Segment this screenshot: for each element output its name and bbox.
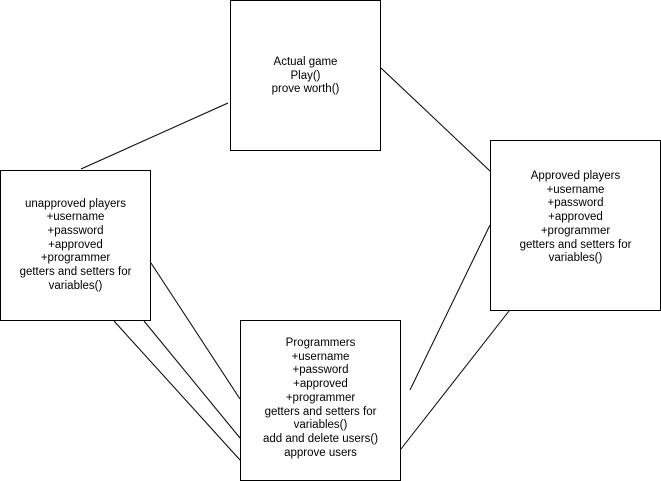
approved-players-node: Approved players +username +password +ap… [490, 140, 661, 311]
unapproved-title: unapproved players [24, 197, 126, 210]
game-node: Actual game Play() prove worth() [230, 0, 381, 151]
programmers-attr-programmer: +programmer [285, 391, 356, 404]
approved-attr-programmer: +programmer [540, 224, 611, 237]
connector-approved-programmers-1 [409, 224, 491, 391]
programmers-attr-username: +username [291, 350, 350, 363]
connector-unapproved-programmers-3 [113, 320, 241, 461]
unapproved-method-variables: variables() [48, 279, 103, 292]
unapproved-players-node: unapproved players +username +password +… [0, 170, 151, 321]
unapproved-attr-password: +password [47, 224, 104, 237]
programmers-method-add-delete-users: add and delete users() [262, 432, 379, 445]
programmers-attr-password: +password [292, 364, 349, 377]
programmers-method-getters-setters: getters and setters for [264, 405, 377, 418]
connector-unapproved-programmers-1 [150, 262, 241, 400]
approved-method-getters-setters: getters and setters for [519, 238, 632, 251]
game-title: Actual game [273, 56, 338, 68]
approved-attr-approved: +approved [548, 211, 603, 224]
approved-method-variables: variables() [548, 252, 603, 265]
unapproved-attr-approved: +approved [48, 238, 103, 251]
connector-approved-programmers-2 [400, 310, 510, 450]
programmers-node: Programmers +username +password +approve… [240, 320, 401, 481]
approved-attr-password: +password [547, 197, 604, 210]
programmers-method-approve-users: approve users [284, 446, 357, 459]
programmers-method-variables: variables() [293, 419, 348, 432]
unapproved-attr-programmer: +programmer [40, 252, 111, 265]
game-method-play: Play() [290, 69, 321, 82]
connector-unapproved-programmers-2 [143, 320, 241, 439]
connector-game-approved [380, 67, 491, 172]
unapproved-method-getters-setters: getters and setters for [19, 266, 132, 279]
approved-title: Approved players [530, 170, 621, 182]
programmers-title: Programmers [285, 337, 356, 349]
game-method-prove-worth: prove worth() [271, 83, 340, 96]
programmers-attr-approved: +approved [293, 378, 348, 391]
unapproved-attr-username: +username [46, 211, 105, 224]
approved-attr-username: +username [546, 183, 605, 196]
connector-unapproved-game [80, 102, 229, 170]
